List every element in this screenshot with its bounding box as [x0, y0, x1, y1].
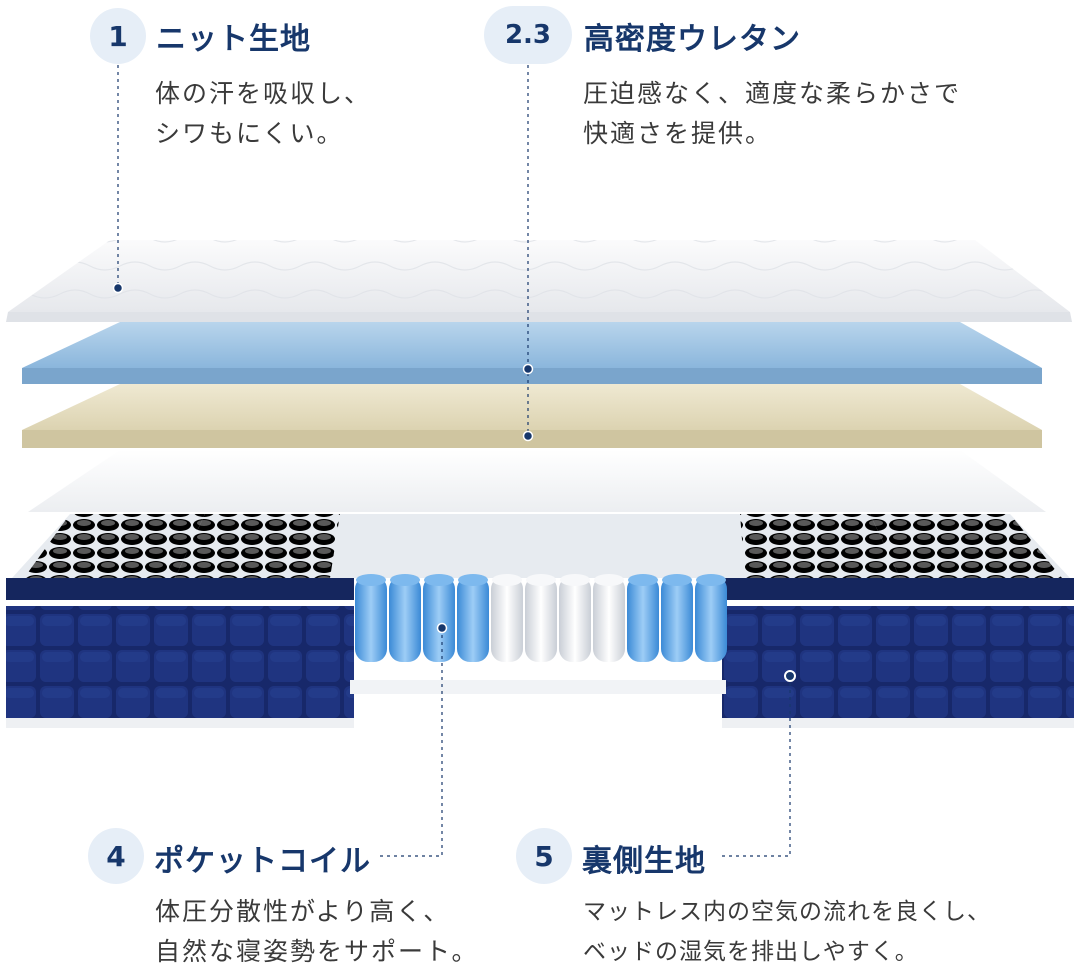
callout-5-badge: 5	[516, 828, 572, 884]
blue-pocket-coil	[389, 576, 421, 662]
callout-1-description: 体の汗を吸収し、 シワもにくい。	[155, 74, 371, 154]
callout-4-description: 体圧分散性がより高く、 自然な寝姿勢をサポート。	[155, 892, 479, 966]
pocket-coil-cap	[458, 574, 488, 586]
blue-pocket-coil	[695, 576, 727, 662]
callout-4-title: ポケットコイル	[154, 844, 371, 879]
blue-pocket-coil	[457, 576, 489, 662]
callout-1-line-2: シワもにくい。	[155, 119, 344, 148]
pocket-coil-cap	[390, 574, 420, 586]
pocket-coil-cap	[628, 574, 658, 586]
callout-5-description: マットレス内の空気の流れを良くし、 ベッドの湿気を排出しやすく。	[583, 892, 991, 966]
pocket-coil-cap	[696, 574, 726, 586]
white-pocket-coil	[593, 576, 625, 662]
blue-pocket-coil	[423, 576, 455, 662]
callout-4-badge: 4	[88, 828, 144, 884]
white-pocket-coil	[559, 576, 591, 662]
callout-5-line-2: ベッドの湿気を排出しやすく。	[583, 939, 919, 965]
blue-foam-layer	[22, 322, 1042, 384]
pocket-coil-cap	[560, 574, 590, 586]
callout-5-title: 裏側生地	[582, 844, 706, 879]
pocket-coil-cap	[356, 574, 386, 586]
navy-border-left	[6, 578, 354, 728]
callout-4-line-2: 自然な寝姿勢をサポート。	[155, 937, 479, 966]
callout-2-3-line-2: 快適さを提供。	[583, 119, 773, 148]
callout-1-title: ニット生地	[156, 22, 311, 57]
callout-2-3-title: 高密度ウレタン	[584, 22, 801, 57]
pocket-coil-cap	[492, 574, 522, 586]
white-comfort-layer	[28, 450, 1046, 512]
callout-2-3-line-1: 圧迫感なく、適度な柔らかさで	[583, 79, 962, 108]
coil-bed-top	[12, 514, 1070, 578]
leader-dots	[112, 282, 796, 682]
pocket-coil-cap	[526, 574, 556, 586]
navy-border-right	[722, 578, 1074, 728]
blue-pocket-coil	[661, 576, 693, 662]
white-pocket-coil	[525, 576, 557, 662]
callout-2-3-description: 圧迫感なく、適度な柔らかさで 快適さを提供。	[583, 74, 961, 154]
callout-4-line-1: 体圧分散性がより高く、	[155, 897, 451, 926]
blue-pocket-coil	[627, 576, 659, 662]
callout-2-3-badge: 2.3	[484, 6, 572, 64]
pocket-coil-cap	[662, 574, 692, 586]
callout-5-line-1: マットレス内の空気の流れを良くし、	[583, 899, 991, 925]
callout-1-line-1: 体の汗を吸収し、	[155, 79, 372, 108]
pocket-coil-cap	[594, 574, 624, 586]
callout-1-badge: 1	[90, 8, 146, 64]
knit-fabric-layer	[6, 240, 1072, 322]
pocket-coils	[350, 574, 727, 694]
white-pocket-coil	[491, 576, 523, 662]
pocket-coil-cap	[424, 574, 454, 586]
blue-pocket-coil	[355, 576, 387, 662]
